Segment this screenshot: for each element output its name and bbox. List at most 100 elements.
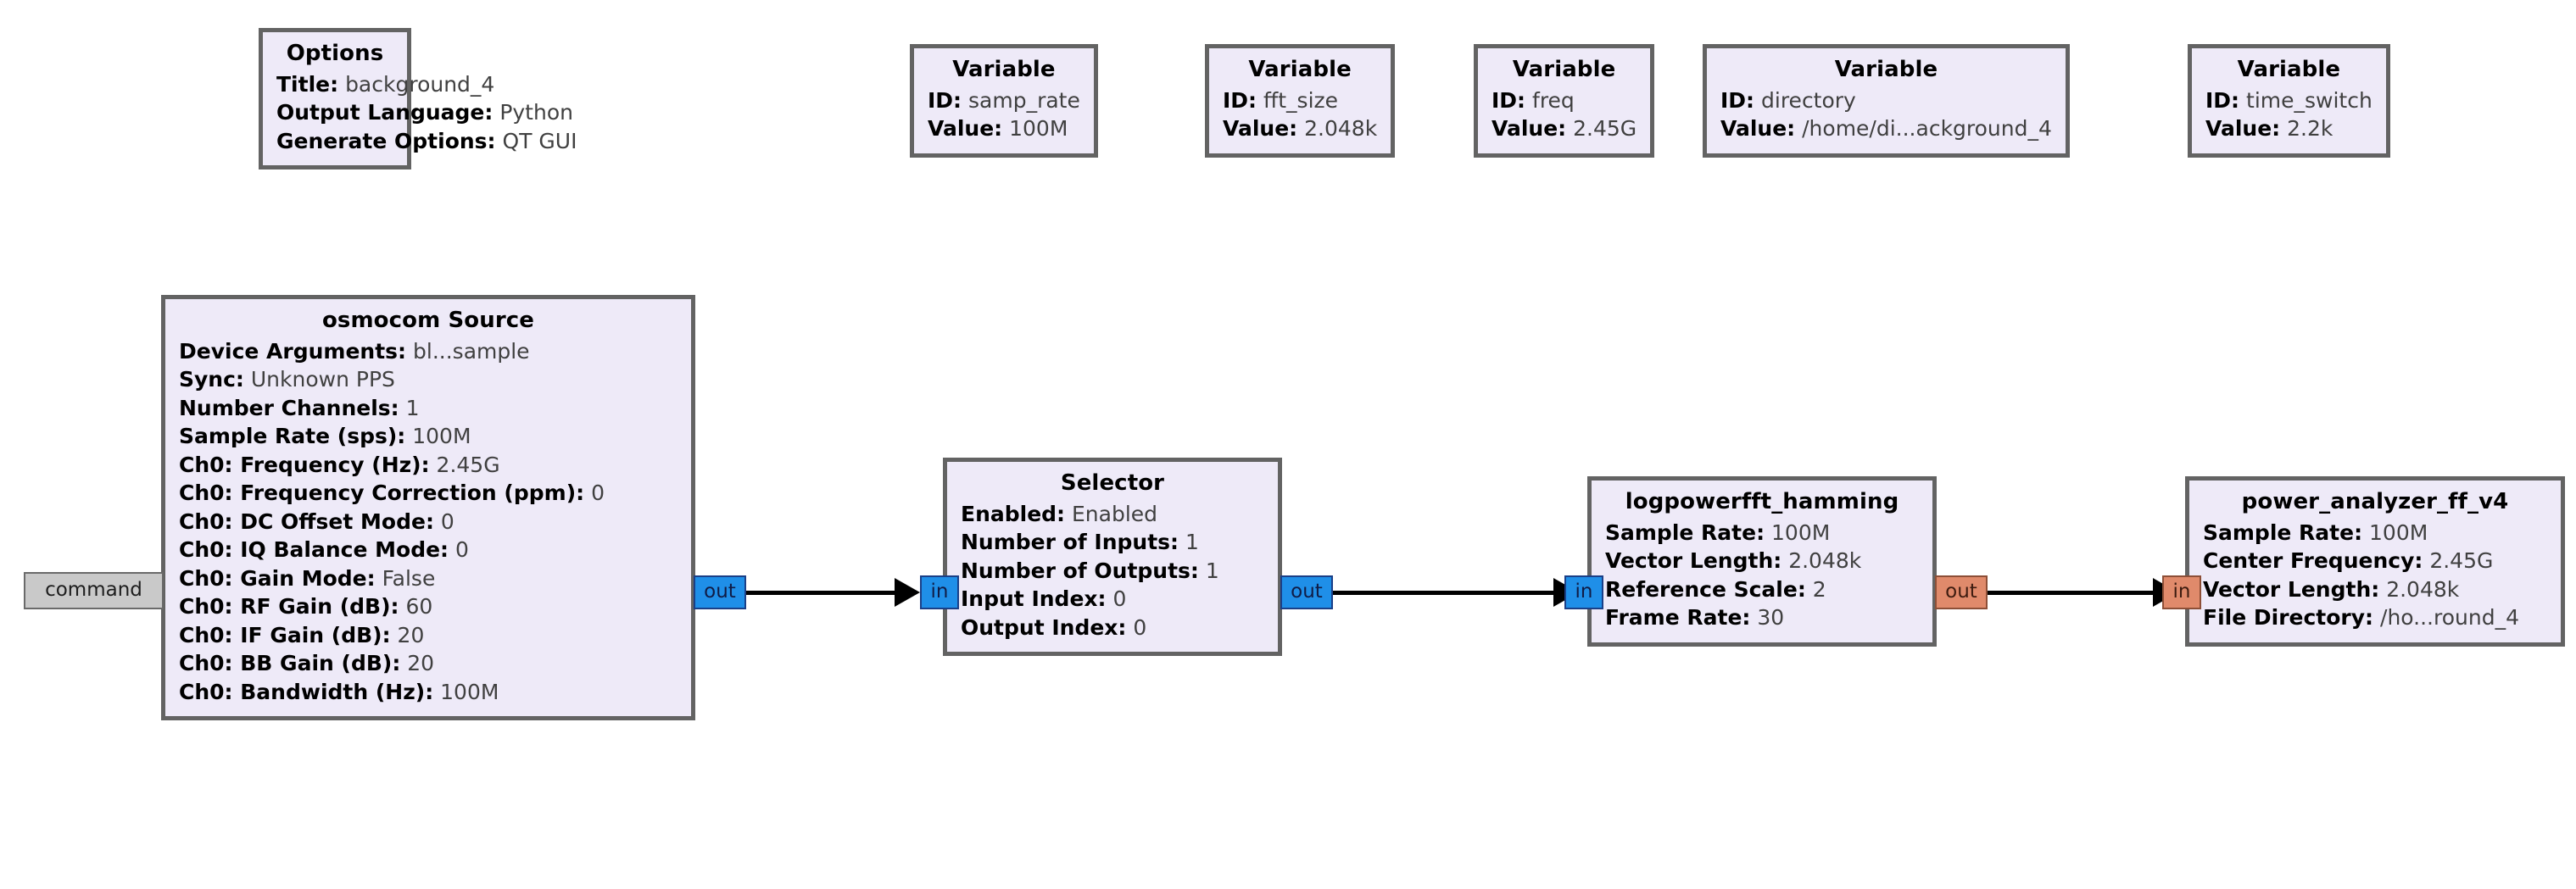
param-value: 2.45G	[2429, 548, 2494, 574]
param-value: 100M	[1009, 116, 1068, 142]
block-param: Output Index: 0	[961, 614, 1264, 642]
param-key: Sample Rate:	[1605, 520, 1765, 545]
param-value: 20	[397, 622, 425, 647]
block-param: Generate Options: QT GUI	[276, 127, 577, 156]
param-key: Sample Rate:	[2203, 520, 2363, 545]
param-key: Ch0: RF Gain (dB):	[179, 594, 399, 620]
block-title: Selector	[1060, 470, 1165, 496]
param-key: Ch0: Bandwidth (Hz):	[179, 679, 434, 704]
block-param: Ch0: Frequency Correction (ppm): 0	[179, 479, 677, 508]
block-param: Reference Scale: 2	[1605, 575, 1919, 604]
block-power-analyzer[interactable]: power_analyzer_ff_v4 Sample Rate: 100M C…	[2185, 476, 2565, 647]
block-osmocom-source[interactable]: osmocom Source Device Arguments: bl...sa…	[161, 295, 695, 721]
block-logpowerfft-hamming[interactable]: logpowerfft_hamming Sample Rate: 100M Ve…	[1587, 476, 1937, 647]
param-key: ID:	[1492, 87, 1526, 113]
block-title: Variable	[1512, 57, 1616, 82]
param-value: /ho...round_4	[2380, 605, 2519, 631]
param-key: Value:	[2205, 116, 2281, 142]
port-label: in	[2172, 581, 2191, 603]
block-param: ID: fft_size	[1223, 86, 1377, 115]
block-options[interactable]: Options Title: background_4 Output Langu…	[259, 28, 577, 170]
param-value: Enabled	[1072, 501, 1158, 526]
connection-logpowerfft-to-power-analyzer[interactable]	[1988, 591, 2153, 595]
param-value: 0	[1112, 586, 1127, 612]
param-value: 0	[1133, 614, 1147, 640]
param-value: freq	[1532, 87, 1575, 113]
block-title: Options	[286, 41, 384, 66]
param-key: Title:	[276, 71, 339, 97]
param-value: time_switch	[2246, 87, 2372, 113]
block-title: Variable	[1248, 57, 1352, 82]
param-key: Number Channels:	[179, 395, 399, 420]
param-value: directory	[1761, 87, 1856, 113]
block-variable-fft-size[interactable]: Variable ID: fft_size Value: 2.048k	[1205, 44, 1396, 158]
param-value: 2.45G	[436, 452, 500, 477]
block-param: Ch0: RF Gain (dB): 60	[179, 592, 677, 621]
block-param: Sync: Unknown PPS	[179, 365, 677, 394]
block-param: Number of Inputs: 1	[961, 528, 1264, 557]
block-param: ID: time_switch	[2205, 86, 2372, 115]
port-osmocom-command[interactable]: command	[24, 572, 164, 609]
param-value: /home/di...ackground_4	[1802, 116, 2052, 142]
param-key: Output Index:	[961, 614, 1127, 640]
block-param: Enabled: Enabled	[961, 500, 1264, 529]
port-logpowerfft-out[interactable]: out	[1935, 575, 1988, 609]
block-variable-samp-rate[interactable]: Variable ID: samp_rate Value: 100M	[910, 44, 1098, 158]
port-label: out	[704, 581, 736, 603]
param-key: Reference Scale:	[1605, 576, 1806, 602]
param-value: 0	[591, 481, 605, 506]
connection-arrowhead	[895, 578, 920, 607]
block-param: Value: 2.45G	[1492, 114, 1636, 143]
port-power-analyzer-in[interactable]: in	[2162, 575, 2201, 609]
param-key: Number of Outputs:	[961, 558, 1199, 583]
port-label: out	[1291, 581, 1323, 603]
block-param: Ch0: DC Offset Mode: 0	[179, 508, 677, 536]
block-param: Ch0: Gain Mode: False	[179, 564, 677, 593]
port-label: in	[1575, 581, 1593, 603]
connection-osmocom-to-selector[interactable]	[746, 591, 895, 595]
block-param: Ch0: Bandwidth (Hz): 100M	[179, 678, 677, 707]
block-param: Center Frequency: 2.45G	[2203, 547, 2547, 575]
block-param: Title: background_4	[276, 70, 494, 99]
param-value: 2.2k	[2287, 116, 2333, 142]
param-key: Center Frequency:	[2203, 548, 2423, 574]
port-selector-out[interactable]: out	[1280, 575, 1333, 609]
port-logpowerfft-in[interactable]: in	[1564, 575, 1603, 609]
block-variable-freq[interactable]: Variable ID: freq Value: 2.45G	[1474, 44, 1655, 158]
param-key: Value:	[1223, 116, 1298, 142]
block-param: Frame Rate: 30	[1605, 603, 1919, 632]
param-key: ID:	[1223, 87, 1257, 113]
param-value: 2.45G	[1573, 116, 1637, 142]
param-value: 2.048k	[1788, 548, 1862, 574]
param-value: 2	[1812, 576, 1826, 602]
block-param: Vector Length: 2.048k	[2203, 575, 2547, 604]
param-key: ID:	[1720, 87, 1755, 113]
param-key: Number of Inputs:	[961, 530, 1179, 555]
param-key: Device Arguments:	[179, 338, 407, 364]
param-key: Ch0: BB Gain (dB):	[179, 651, 401, 676]
port-osmocom-out[interactable]: out	[694, 575, 746, 609]
block-variable-time-switch[interactable]: Variable ID: time_switch Value: 2.2k	[2188, 44, 2390, 158]
block-title: Variable	[952, 57, 1056, 82]
block-selector[interactable]: Selector Enabled: Enabled Number of Inpu…	[943, 458, 1282, 657]
block-variable-directory[interactable]: Variable ID: directory Value: /home/di..…	[1703, 44, 2070, 158]
block-param: Sample Rate: 100M	[1605, 519, 1919, 547]
param-key: Sync:	[179, 367, 244, 392]
block-param: Ch0: IQ Balance Mode: 0	[179, 536, 677, 564]
param-key: ID:	[928, 87, 962, 113]
block-param: ID: directory	[1720, 86, 2052, 115]
port-selector-in[interactable]: in	[920, 575, 959, 609]
param-value: 2.048k	[2386, 576, 2460, 602]
connection-selector-to-logpowerfft[interactable]	[1333, 591, 1553, 595]
param-key: Frame Rate:	[1605, 605, 1751, 631]
param-key: File Directory:	[2203, 605, 2374, 631]
param-key: Ch0: Frequency (Hz):	[179, 452, 430, 477]
param-key: Value:	[1492, 116, 1567, 142]
param-value: 1	[405, 395, 420, 420]
param-value: background_4	[345, 71, 495, 97]
param-key: Enabled:	[961, 501, 1066, 526]
block-param: Input Index: 0	[961, 585, 1264, 614]
param-value: 0	[455, 537, 469, 563]
param-key: Ch0: Gain Mode:	[179, 565, 376, 591]
